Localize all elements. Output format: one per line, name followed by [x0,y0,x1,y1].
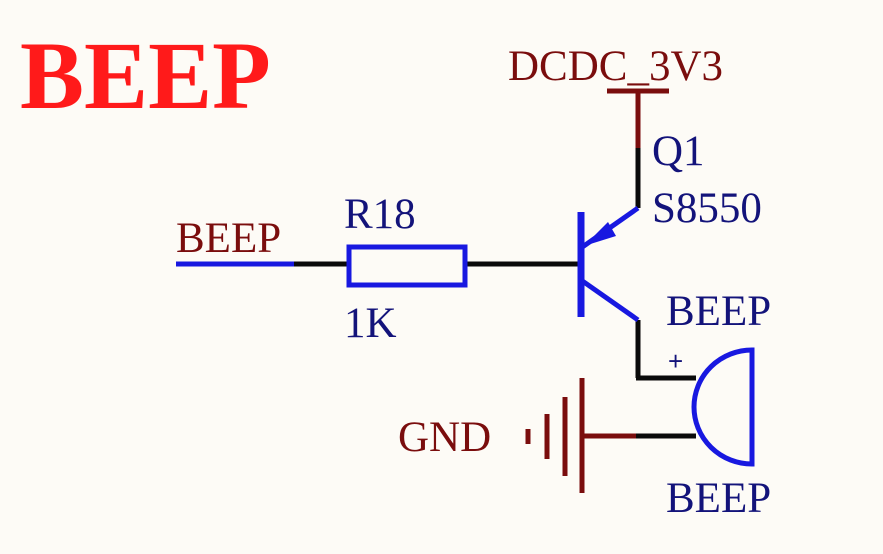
emitter-arrow-icon [584,222,616,246]
power-symbol [607,88,669,150]
ground-symbol [525,378,585,493]
resistor-designator: R18 [344,191,416,238]
resistor-body [346,244,468,288]
buzzer-designator: BEEP [666,288,771,335]
page-title: BEEP [20,22,271,129]
resistor-value: 1K [344,300,397,347]
buzzer-plus-marker: + [668,346,683,376]
input-net-label: BEEP [176,215,281,262]
transistor-designator: Q1 [652,128,705,175]
wires [294,148,696,439]
transistor-part: S8550 [652,185,762,232]
buzzer-symbol [691,347,755,467]
ground-net-label: GND [398,414,491,461]
buzzer-value: BEEP [666,475,771,522]
transistor-symbol [577,205,640,323]
power-net-label: DCDC_3V3 [508,43,723,90]
